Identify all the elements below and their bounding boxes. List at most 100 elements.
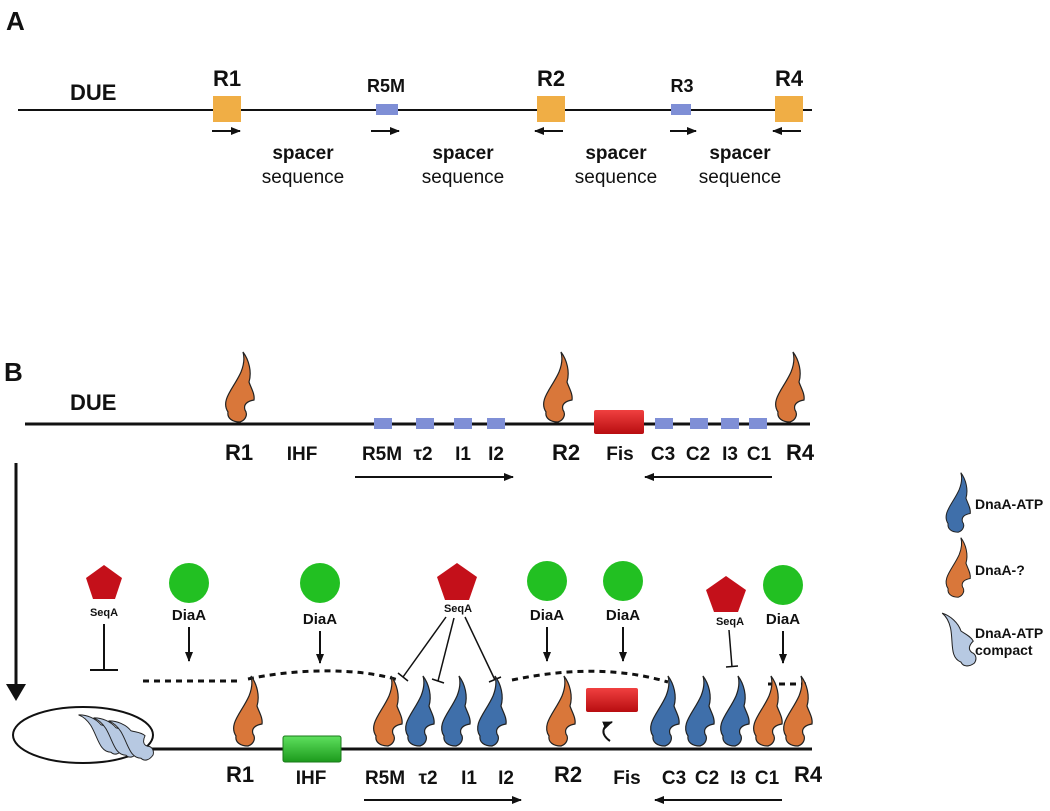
dnaa-unknown-r2-top [543,351,573,423]
label-top-ihf: IHF [287,444,318,465]
seqa-1-icon [86,565,122,599]
diaa-4: DiaA [603,561,643,662]
legend-item-dnaa-unknown: DnaA-? [945,537,1025,598]
legend-dnaa-unknown-icon [945,537,971,598]
site-box-i2 [487,418,505,429]
spacer-1-sequence: sequence [262,167,344,188]
seqa-2-inhibit-line-2 [437,617,455,682]
legend-dnaa-compact-label-2: compact [975,642,1033,658]
site-r5m-box [376,104,398,115]
label-top-i2: I2 [488,444,504,465]
site-r3-label: R3 [670,76,693,96]
label-bottom-r1: R1 [226,762,254,787]
seqa-3-inhibit-line [728,629,733,668]
label-top-c1: C1 [747,444,772,465]
dnaa-unknown-r5m-bottom [373,675,403,747]
legend-dnaa-atp-icon [945,472,971,533]
label-top-r1: R1 [225,440,253,465]
diaa-5-icon [763,565,803,605]
label-bottom-c2: C2 [695,768,719,789]
label-bottom-r5m: R5M [365,768,405,789]
dnaa-atp-i1 [441,675,471,747]
label-bottom-fis: Fis [613,768,640,789]
spacer-2: spacer sequence [422,143,504,188]
panel-a-due-label: DUE [70,80,116,105]
seqa-3-inhibit-bar [725,665,739,668]
seqa-2-inhibit-bar-1 [397,672,409,682]
diaa-5-label: DiaA [766,611,800,628]
site-box-i3 [721,418,739,429]
spacer-1-word: spacer [272,143,334,164]
site-r4-label: R4 [775,66,804,91]
label-top-i3: I3 [722,444,738,465]
spacer-3: spacer sequence [575,143,657,188]
site-r2: R2 [534,66,565,135]
label-bottom-i1: I1 [461,768,477,789]
progression-arrowhead [6,684,26,701]
legend-dnaa-compact-label-1: DnaA-ATP [975,625,1043,641]
spacer-2-word: spacer [432,143,494,164]
site-r2-label: R2 [537,66,565,91]
site-r4: R4 [772,66,804,135]
seqa-3: SeqA [706,576,746,668]
label-bottom-r4: R4 [794,762,823,787]
legend-item-dnaa-atp: DnaA-ATP [945,472,1043,533]
seqa-2-inhibit-line-1 [402,616,447,678]
legend-dnaa-atp-label: DnaA-ATP [975,496,1043,512]
site-r5m-label: R5M [367,76,405,96]
panel-b-label: B [4,357,23,387]
diaa-1-icon [169,563,209,603]
site-r1-box [213,96,241,122]
dotted-dna-3 [511,669,669,684]
seqa-2-inhibit-bar-3 [488,676,502,683]
spacer-3-word: spacer [585,143,647,164]
label-bottom-i2: I2 [498,768,514,789]
seqa-2: SeqA [397,563,502,684]
seqa-3-icon [706,576,746,612]
dnaa-atp-tau2 [405,675,435,747]
dnaa-atp-c2 [685,675,715,747]
dnaa-unknown-c1-bottom [753,675,783,747]
spacer-4-word: spacer [709,143,771,164]
legend-item-dnaa-compact: DnaA-ATP compact [929,607,1043,671]
panel-a-label: A [6,6,25,36]
seqa-1-label: SeqA [90,607,118,619]
diaa-3-icon [527,561,567,601]
diaa-2-icon [300,563,340,603]
diaa-2-label: DiaA [303,611,337,628]
seqa-2-inhibit-line-3 [464,616,496,681]
diaa-2: DiaA [300,563,340,664]
site-r4-box [775,96,803,122]
label-top-tau2: τ2 [413,444,432,465]
label-bottom-i3: I3 [730,768,746,789]
dnaa-unknown-r4-bottom [783,675,813,747]
fis-box-bottom [586,688,638,712]
label-top-r4: R4 [786,440,815,465]
label-bottom-r2: R2 [554,762,582,787]
label-bottom-c1: C1 [755,768,780,789]
diaa-5: DiaA [763,565,803,664]
fis-curved-arrow [602,721,613,742]
spacer-2-sequence: sequence [422,167,504,188]
dnaa-unknown-r2-bottom [546,675,576,747]
spacer-4: spacer sequence [699,143,781,188]
fis-box-top [594,410,644,434]
dnaa-unknown-r4-top [775,351,805,423]
seqa-2-icon [437,563,477,600]
panel-b-due-label: DUE [70,390,116,415]
spacer-1: spacer sequence [262,143,344,188]
label-top-c3: C3 [651,444,675,465]
dnaa-atp-i2 [477,675,507,747]
dnaa-unknown-r1-top [225,351,255,423]
spacer-3-sequence: sequence [575,167,657,188]
site-box-c1 [749,418,767,429]
dotted-dna-2 [247,669,399,682]
ihf-box [282,735,342,763]
site-r1-label: R1 [213,66,241,91]
diaa-4-icon [603,561,643,601]
site-r3: R3 [670,76,697,135]
site-box-i1 [454,418,472,429]
seqa-1: SeqA [86,565,122,671]
site-r2-box [537,96,565,122]
site-r5m: R5M [367,76,405,135]
